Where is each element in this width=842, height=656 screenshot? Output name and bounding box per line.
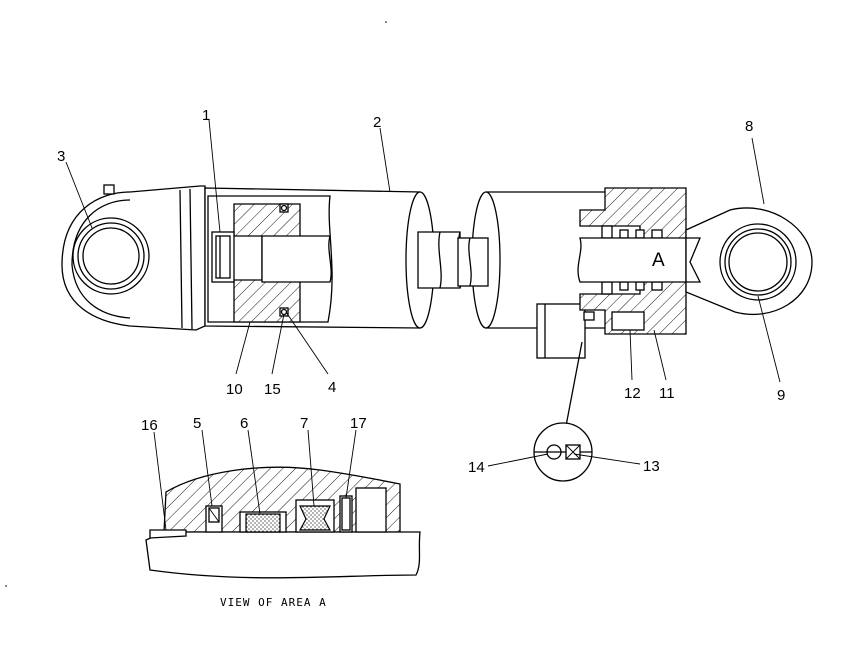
callout-5: 5	[193, 415, 201, 432]
callout-13: 13	[643, 458, 660, 475]
cylinder-rod-end: A	[457, 187, 813, 359]
piston-rod	[577, 237, 701, 283]
callout-10: 10	[226, 381, 243, 398]
callout-14: 14	[468, 459, 485, 476]
callout-3: 3	[57, 148, 65, 165]
seal-6	[245, 513, 281, 533]
callout-16: 16	[141, 417, 158, 434]
seal-7	[298, 505, 332, 531]
area-a-label: A	[652, 250, 665, 271]
callout-8: 8	[745, 118, 753, 135]
callout-12: 12	[624, 385, 641, 402]
callout-6: 6	[240, 415, 248, 432]
rod-gland	[579, 187, 687, 335]
callout-17: 17	[350, 415, 367, 432]
callout-numbers: 1 2 3 8 9 10 15 4 12 11 14 13 16 5 6 7 1…	[57, 107, 785, 476]
callout-11: 11	[659, 385, 675, 402]
detail-caption: VIEW OF AREA A	[220, 596, 327, 609]
callout-1: 1	[202, 107, 210, 124]
left-pin-bore	[72, 217, 150, 295]
callout-15: 15	[264, 381, 281, 398]
callout-2: 2	[373, 114, 381, 131]
callout-4: 4	[328, 379, 336, 396]
leader-lines	[65, 119, 781, 531]
right-pin-bore	[719, 223, 797, 301]
cylinder-head-end	[61, 184, 463, 331]
detail-view-area-a	[145, 466, 421, 579]
callout-7: 7	[300, 415, 308, 432]
seal-detail-bubble	[533, 341, 593, 482]
callout-9: 9	[777, 387, 785, 404]
